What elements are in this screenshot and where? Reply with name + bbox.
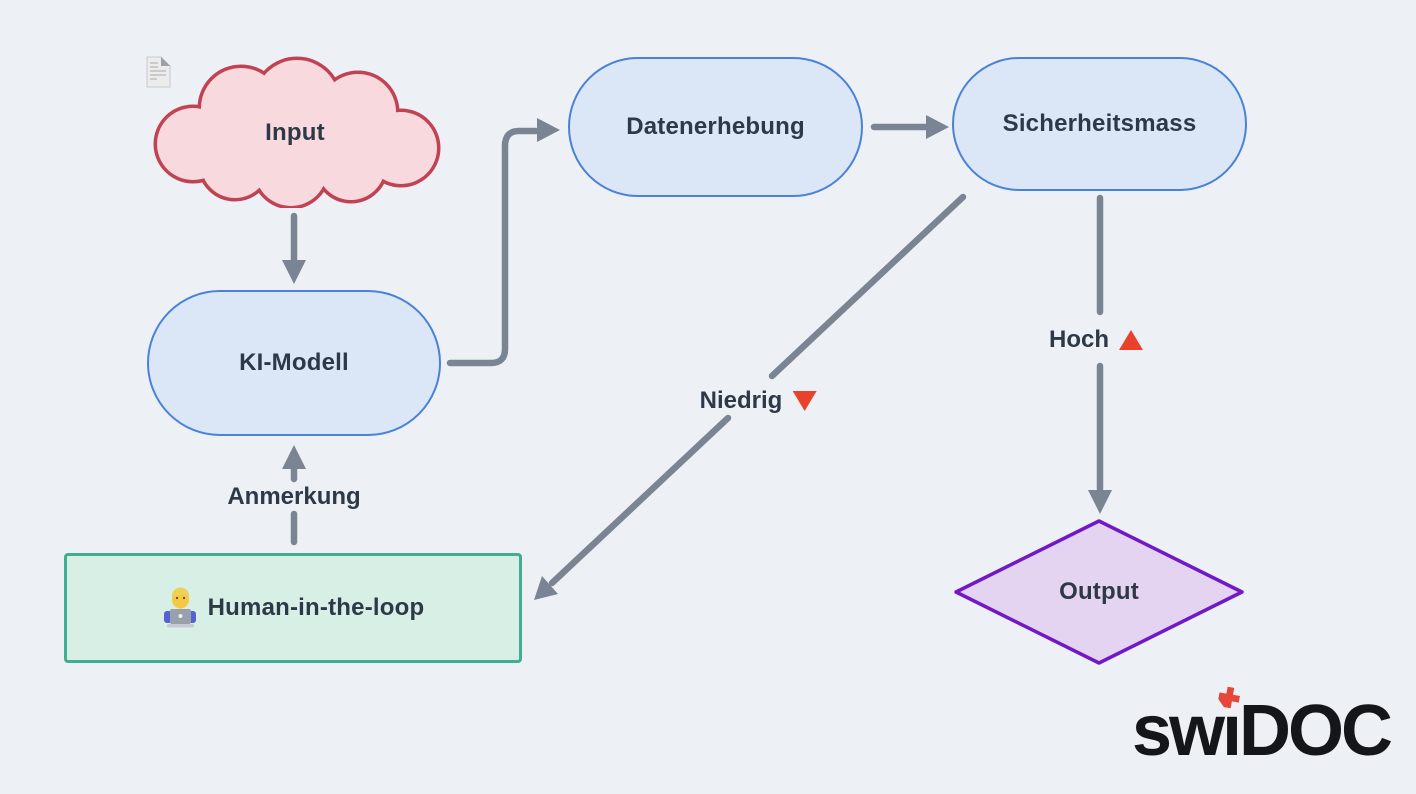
logo-text-doc: DOC <box>1239 691 1393 771</box>
diamond-shape <box>954 519 1244 665</box>
node-input-label: Input <box>265 119 325 146</box>
logo-text-sw: sw <box>1131 691 1225 771</box>
node-human-in-the-loop-label: Human-in-the-loop <box>207 594 425 621</box>
node-sicherheitsmass: Sicherheitsmass <box>952 57 1247 191</box>
node-human-in-the-loop: Human-in-the-loop <box>64 553 522 663</box>
technologist-icon <box>163 587 196 628</box>
node-ki-modell-label: KI-Modell <box>239 349 349 376</box>
edge-datenerhebung-to-sicherheitsmass <box>870 115 949 139</box>
red-triangle-down-icon <box>792 391 817 411</box>
edge-label-anmerkung: Anmerkung <box>227 483 361 510</box>
node-output-label: Output <box>1059 578 1139 605</box>
edge-ki-modell-to-datenerhebung <box>446 118 560 367</box>
node-ki-modell: KI-Modell <box>147 290 441 436</box>
edge-label-niedrig: Niedrig <box>700 387 817 415</box>
red-triangle-up-icon <box>1119 330 1143 350</box>
node-datenerhebung: Datenerhebung <box>568 57 863 197</box>
node-output: Output <box>953 518 1245 666</box>
node-input: Input <box>145 56 445 208</box>
node-sicherheitsmass-label: Sicherheitsmass <box>1002 110 1197 137</box>
edge-input-to-ki-modell <box>282 212 306 284</box>
page-facing-up-icon <box>146 56 171 88</box>
cloud-shape <box>153 56 441 208</box>
node-datenerhebung-label: Datenerhebung <box>626 113 805 140</box>
edge-label-hoch: Hoch <box>1049 326 1143 354</box>
edge-sicherheitsmass-to-output <box>1088 194 1112 514</box>
logo-text-i: ı <box>1222 694 1242 770</box>
